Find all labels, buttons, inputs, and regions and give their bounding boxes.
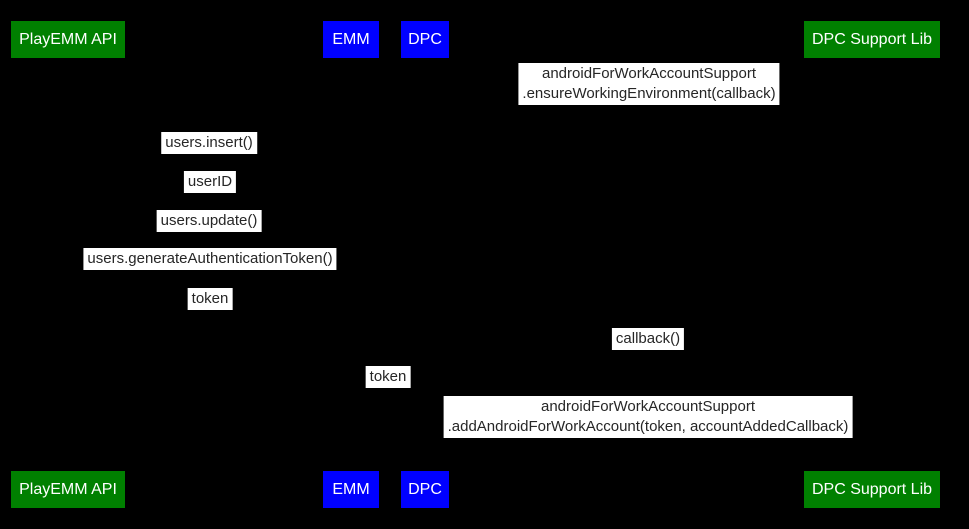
message-ensure-working-environment: androidForWorkAccountSupport .ensureWork… — [518, 63, 780, 105]
actor-dpc-bottom: DPC — [401, 471, 449, 508]
message-user-id: userID — [183, 171, 237, 193]
actor-emm-top: EMM — [323, 21, 379, 58]
actor-playemm-api-top: PlayEMM API — [11, 21, 125, 58]
actor-dpc-support-lib-top: DPC Support Lib — [804, 21, 940, 58]
message-users-update: users.update() — [156, 210, 262, 232]
actor-emm-bottom: EMM — [323, 471, 379, 508]
message-line: .addAndroidForWorkAccount(token, account… — [447, 418, 849, 435]
message-token-to-dpc: token — [365, 366, 411, 388]
message-callback: callback() — [611, 328, 685, 350]
message-token-return: token — [187, 288, 233, 310]
message-users-insert: users.insert() — [161, 132, 257, 154]
message-add-android-for-work-account: androidForWorkAccountSupport .addAndroid… — [443, 396, 853, 438]
actor-dpc-top: DPC — [401, 21, 449, 58]
message-line: androidForWorkAccountSupport — [541, 65, 756, 82]
actor-playemm-api-bottom: PlayEMM API — [11, 471, 125, 508]
message-generate-authentication-token: users.generateAuthenticationToken() — [83, 248, 337, 270]
actor-dpc-support-lib-bottom: DPC Support Lib — [804, 471, 940, 508]
message-line: androidForWorkAccountSupport — [541, 398, 755, 415]
message-line: .ensureWorkingEnvironment(callback) — [522, 85, 776, 102]
